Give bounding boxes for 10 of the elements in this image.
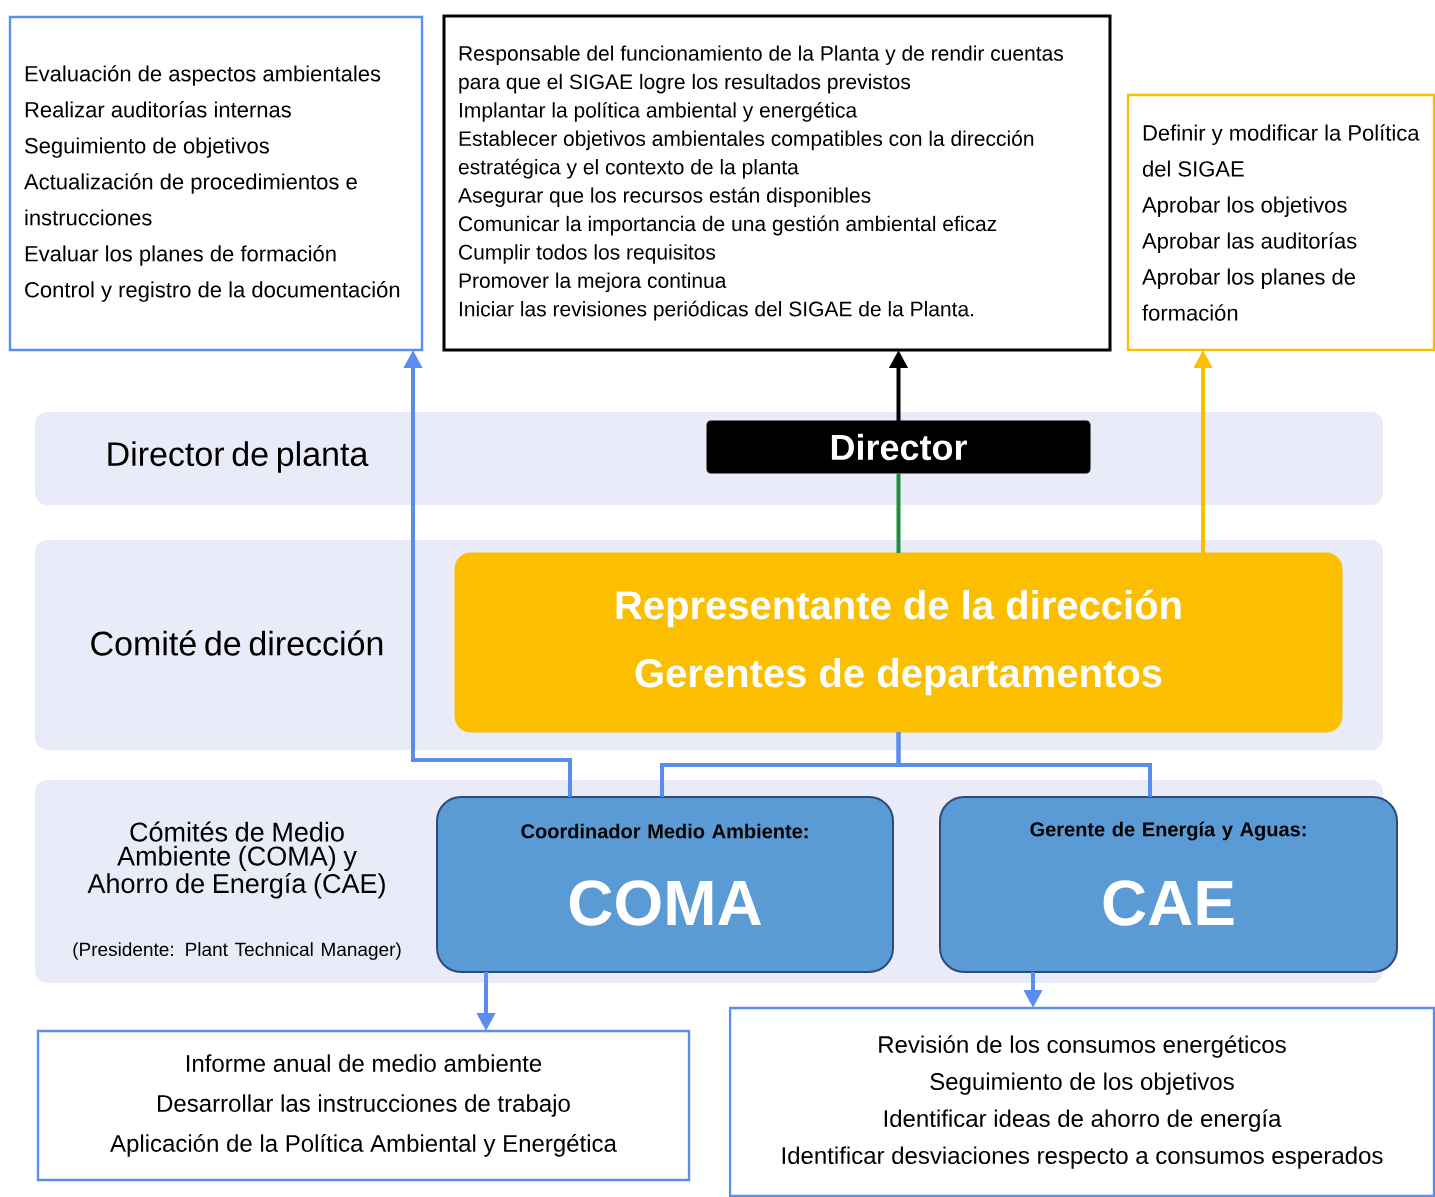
committee-box: Coordinador Medio Ambiente: COMA: [436, 796, 894, 973]
text-box: Director: [706, 420, 1091, 474]
text-box: Evaluación de aspectos ambientales Realizar auditorías internas Seguimiento de objetivos Actualización de procedimientos e instrucciones Evaluar los planes de formación Control y registro de la documentación: [8, 15, 424, 352]
text-box: Definir y modificar la Política del SIGAE Aprobar los objetivos Aprobar las auditorías Aprobar los planes de formación: [1126, 93, 1435, 352]
text-box: Revisión de los consumos energéticos Seguimiento de los objetivos Identificar ideas de ahorro de energía Identificar desviaciones respecto a consumos esperados: [728, 1006, 1435, 1197]
text-box: Responsable del funcionamiento de la Planta y de rendir cuentas para que el SIGAE logre los resultados previstos Implantar la política ambiental y energética Establecer objetivos ambientales compatibles con la dirección estratégica y el contexto de la planta Asegurar que los recursos están disponibles Comunicar la importancia de una gestión ambiental eficaz Cumplir todos los requisitos Promover la mejora continua Iniciar las revisiones periódicas del SIGAE de la Planta.: [442, 14, 1112, 352]
text-box: Informe anual de medio ambiente Desarrollar las instrucciones de trabajo Aplicación de la Política Ambiental y Energética: [36, 1029, 691, 1182]
connector-line: [896, 473, 901, 553]
connector-line: [896, 732, 1152, 797]
text-box: Representante de la dirección Gerentes de departamentos: [454, 552, 1343, 733]
